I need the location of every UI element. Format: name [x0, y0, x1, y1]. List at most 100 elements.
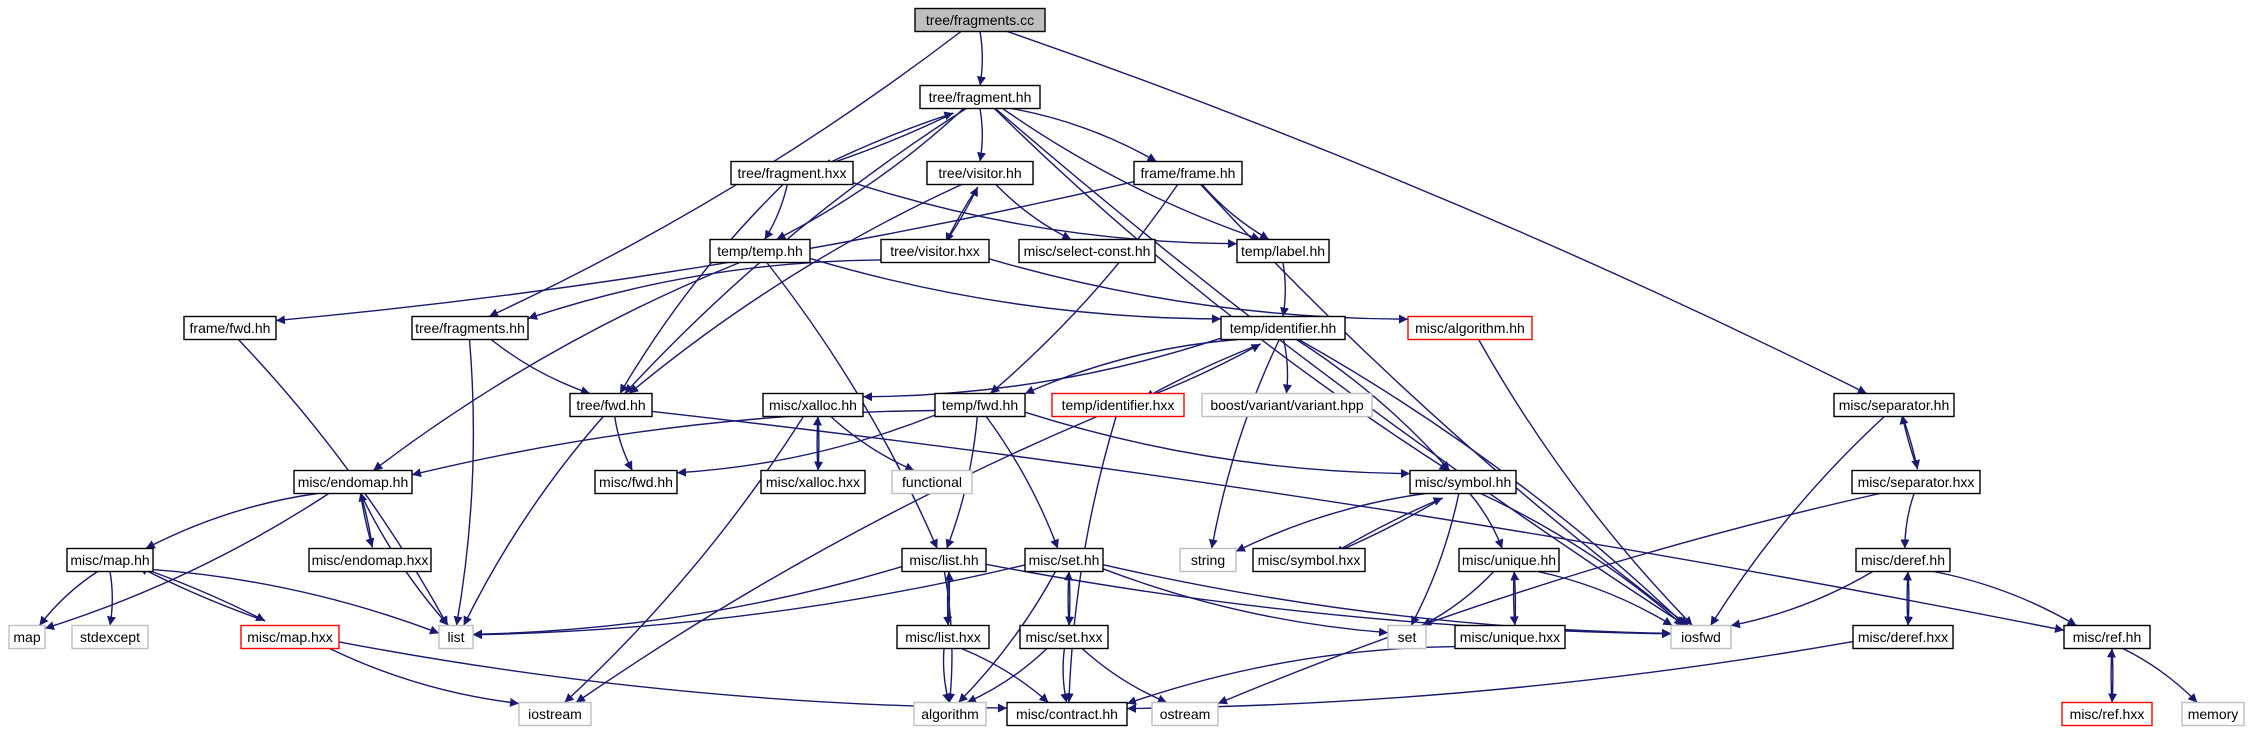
node-fragment-hh[interactable]: tree/fragment.hh — [919, 84, 1041, 110]
edge-fragment_hh-to-temp_hh — [776, 107, 965, 241]
node-identifier-hh[interactable]: temp/identifier.hh — [1220, 315, 1346, 341]
node-boost-variant: boost/variant/variant.hpp — [1201, 392, 1373, 418]
edge-ref_hxx-to-ref_hh — [2106, 648, 2116, 703]
edge-unique_hh-to-iosfwd — [1537, 570, 1673, 627]
node-map-hxx[interactable]: misc/map.hxx — [240, 624, 340, 650]
node-box — [2061, 701, 2153, 727]
edge-visitor_hh-to-select_const — [995, 184, 1072, 241]
edge-ref_hh-to-memory — [2122, 647, 2198, 703]
node-separator-hh[interactable]: misc/separator.hh — [1833, 392, 1955, 418]
node-box — [896, 624, 990, 650]
node-separator-hxx[interactable]: misc/separator.hxx — [1851, 469, 1981, 495]
node-box — [926, 160, 1034, 186]
edge-fragment_hh-to-visitor_hh — [977, 108, 986, 162]
node-box — [762, 392, 864, 418]
node-contract-hh[interactable]: misc/contract.hh — [1006, 701, 1128, 727]
edge-set_hxx-to-set_hh — [1063, 571, 1073, 626]
node-label: misc/symbol.hh — [1415, 474, 1511, 490]
node-box — [1236, 238, 1330, 264]
node-map-hh[interactable]: misc/map.hh — [66, 547, 154, 573]
node-unique-hh[interactable]: misc/unique.hh — [1458, 547, 1560, 573]
node-label: misc/map.hh — [70, 552, 149, 568]
node-deref-hh[interactable]: misc/deref.hh — [1855, 547, 1951, 573]
edge-separator_hxx-to-ostream — [1217, 492, 1880, 705]
node-label: tree/fragments.hh — [415, 320, 525, 336]
node-memory: memory — [2181, 701, 2245, 727]
edge-fragments_cc-to-tree_fragments_hh — [488, 30, 962, 318]
edge-identifier_hh-to-boost_variant — [1282, 339, 1292, 394]
node-xalloc-hxx[interactable]: misc/xalloc.hxx — [760, 469, 866, 495]
node-box — [1852, 624, 1954, 650]
node-box — [293, 469, 413, 495]
node-tree-fwd[interactable]: tree/fwd.hh — [569, 392, 653, 418]
edge-unique_hxx-to-unique_hh — [1510, 571, 1520, 626]
node-label: boost/variant/variant.hpp — [1210, 397, 1364, 413]
node-box — [1019, 624, 1109, 650]
edge-temp_hh-to-identifier_hh — [809, 257, 1222, 324]
node-box — [411, 315, 529, 341]
node-box — [240, 624, 340, 650]
node-frame-hh[interactable]: frame/frame.hh — [1133, 160, 1243, 186]
node-visitor-hh[interactable]: tree/visitor.hh — [926, 160, 1034, 186]
node-label: tree/fwd.hh — [576, 397, 645, 413]
node-endomap-hxx[interactable]: misc/endomap.hxx — [308, 547, 432, 573]
node-box — [1407, 315, 1533, 341]
node-identifier-hxx[interactable]: temp/identifier.hxx — [1051, 392, 1185, 418]
node-layer: tree/fragments.cc tree/fragment.hh tree/fr… — [8, 7, 2245, 727]
node-label: list — [447, 629, 464, 645]
node-box — [1670, 624, 1732, 650]
node-box — [760, 469, 866, 495]
edge-list_hxx-to-list_hh — [944, 571, 954, 626]
edge-set_hh-to-iosfwd — [1102, 564, 1672, 638]
node-visitor-hxx[interactable]: tree/visitor.hxx — [880, 238, 990, 264]
node-box — [730, 160, 854, 186]
node-box — [438, 624, 474, 650]
node-box — [2063, 624, 2151, 650]
node-label: misc/contract.hh — [1016, 706, 1118, 722]
node-label: stdexcept — [80, 629, 140, 645]
node-temp-fwd[interactable]: temp/fwd.hh — [934, 392, 1026, 418]
node-ref-hxx[interactable]: misc/ref.hxx — [2061, 701, 2153, 727]
edge-fragment_hxx-to-tree_fwd — [619, 184, 784, 394]
edge-list_hh-to-list — [472, 565, 903, 639]
node-frame-fwd[interactable]: frame/fwd.hh — [183, 315, 277, 341]
node-list-hh[interactable]: misc/list.hh — [901, 547, 987, 573]
node-algorithm-hh[interactable]: misc/algorithm.hh — [1407, 315, 1533, 341]
edge-visitor_hxx-to-visitor_hh — [945, 186, 979, 243]
node-temp-hh[interactable]: temp/temp.hh — [709, 238, 811, 264]
edge-identifier_hh-to-symbol_hh — [1296, 338, 1451, 471]
node-ref-hh[interactable]: misc/ref.hh — [2063, 624, 2151, 650]
node-set-hxx[interactable]: misc/set.hxx — [1019, 624, 1109, 650]
node-endomap-hh[interactable]: misc/endomap.hh — [293, 469, 413, 495]
edge-fragment_hh-to-iosfwd — [994, 107, 1686, 627]
node-list: list — [438, 624, 474, 650]
node-list-hxx[interactable]: misc/list.hxx — [896, 624, 990, 650]
node-box — [1006, 701, 1128, 727]
edge-visitor_hh-to-tree_fwd — [628, 183, 962, 395]
node-label: temp/temp.hh — [717, 243, 803, 259]
node-select-const[interactable]: misc/select-const.hh — [1018, 238, 1156, 264]
node-box — [1018, 238, 1156, 264]
node-label: tree/fragment.hxx — [738, 165, 847, 181]
node-label: memory — [2188, 706, 2239, 722]
node-label: misc/select-const.hh — [1024, 243, 1151, 259]
edge-set_hh-to-set — [1102, 568, 1389, 637]
node-label: misc/endomap.hh — [298, 474, 409, 490]
node-label: misc/list.hh — [909, 552, 978, 568]
node-fragments-cc[interactable]: tree/fragments.cc — [914, 7, 1046, 33]
node-misc-fwd[interactable]: misc/fwd.hh — [594, 469, 678, 495]
node-xalloc-hh[interactable]: misc/xalloc.hh — [762, 392, 864, 418]
node-symbol-hxx[interactable]: misc/symbol.hxx — [1252, 547, 1366, 573]
node-fragment-hxx[interactable]: tree/fragment.hxx — [730, 160, 854, 186]
node-set-hh[interactable]: misc/set.hh — [1024, 547, 1104, 573]
node-unique-hxx[interactable]: misc/unique.hxx — [1454, 624, 1566, 650]
node-deref-hxx[interactable]: misc/deref.hxx — [1852, 624, 1954, 650]
node-label: set — [1398, 629, 1417, 645]
edge-set_hxx-to-contract_hh — [1060, 648, 1070, 703]
node-label-hh[interactable]: temp/label.hh — [1236, 238, 1330, 264]
node-box — [8, 624, 46, 650]
node-label: misc/algorithm.hh — [1415, 320, 1525, 336]
node-symbol-hh[interactable]: misc/symbol.hh — [1409, 469, 1517, 495]
node-tree-fragments-hh[interactable]: tree/fragments.hh — [411, 315, 529, 341]
